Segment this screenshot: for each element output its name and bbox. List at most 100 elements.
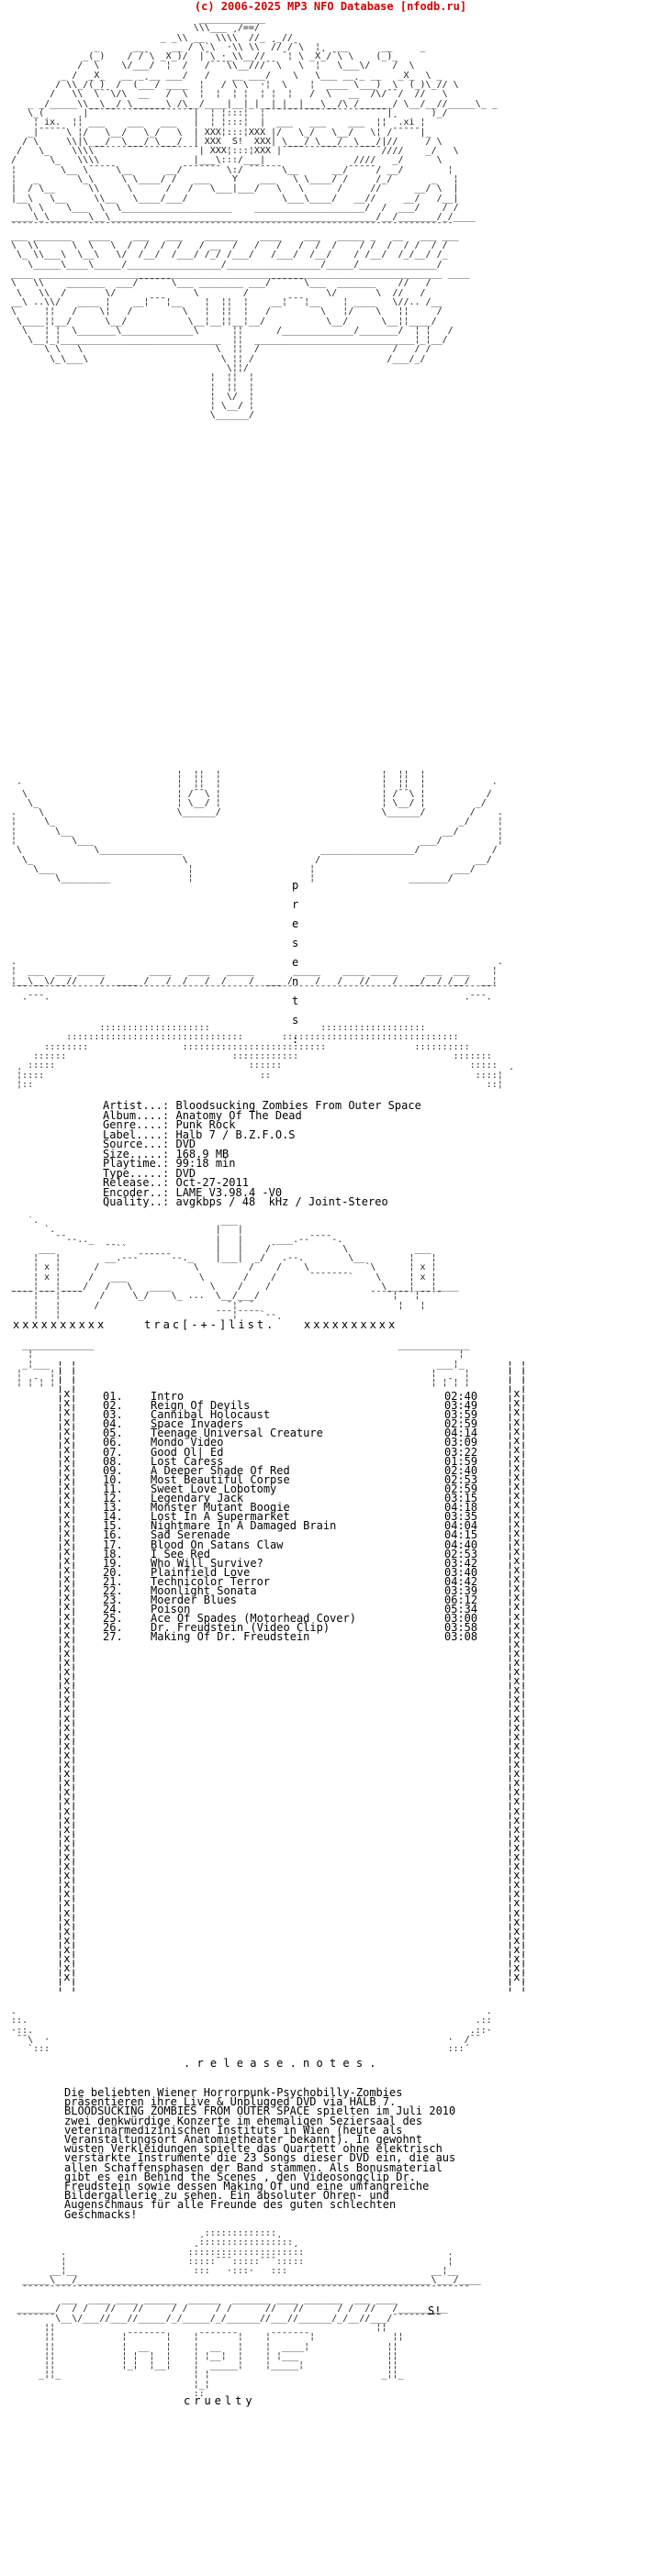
track-title: Sweet Love Lobotomy bbox=[151, 1482, 277, 1495]
track-number: 17. bbox=[103, 1538, 123, 1551]
track-title: Technicolor Terror bbox=[151, 1574, 271, 1588]
track-number: 16. bbox=[103, 1528, 123, 1542]
track-number: 18. bbox=[103, 1547, 123, 1560]
info-playtime: 99:18 min bbox=[175, 1157, 236, 1170]
track-time: 04:42 bbox=[444, 1574, 478, 1588]
track-title: Teenage Universal Creature bbox=[151, 1427, 323, 1440]
track-number: 06. bbox=[103, 1436, 123, 1449]
track-number: 21. bbox=[103, 1574, 123, 1588]
track-title: Sad Serenade bbox=[151, 1528, 230, 1542]
track-title: Cannibal Holocaust bbox=[151, 1408, 271, 1422]
track-title: Who Will Survive? bbox=[151, 1556, 263, 1570]
ascii-presents-frame: ¦ ¦¦ ¦ ¦ ¦¦ ¦ · ¦ ¦¦ ¦ ¦ ¦¦ ¦ · \ ¦ /¯¯\… bbox=[11, 771, 503, 884]
track-time: 03:00 bbox=[444, 1612, 478, 1626]
info-size: 168.9 MB bbox=[175, 1147, 230, 1160]
track-title: Legendary Jack bbox=[151, 1492, 244, 1505]
track-time: 06:12 bbox=[444, 1593, 478, 1607]
track-time: 02:59 bbox=[444, 1482, 478, 1495]
track-time: 04:14 bbox=[444, 1427, 478, 1440]
info-album: Anatomy Of The Dead bbox=[175, 1108, 302, 1122]
info-artist: Bloodsucking Zombies From Outer Space bbox=[175, 1099, 421, 1112]
ascii-skull-art: ____________ \\\___ ¸/==/ _ _\\ __ \\\\ … bbox=[11, 15, 498, 421]
track-time: 03:08 bbox=[444, 1630, 478, 1644]
release-info: Artist...: Bloodsucking Zombies From Out… bbox=[103, 1099, 421, 1208]
marker-left: xxxxxxxxxx bbox=[13, 1318, 107, 1331]
track-time: 04:40 bbox=[444, 1538, 478, 1551]
track-number: 25. bbox=[103, 1612, 123, 1626]
info-encoder: LAME V3.98.4 -V0 bbox=[175, 1185, 283, 1199]
ascii-footer-art: ¸:::::::::::::¸ ¸:::::::::::::::::¸ . ::… bbox=[17, 2229, 481, 2400]
nfodb-header: (c) 2006-2025 MP3 NFO Database [nfodb.ru… bbox=[194, 0, 467, 13]
ascii-tracklist-box: _____________ _____________ ¦ ¦ _¦___ bbox=[17, 1341, 470, 1389]
track-number: 23. bbox=[103, 1593, 123, 1607]
info-type: DVD bbox=[175, 1166, 196, 1180]
track-title: I See Red bbox=[151, 1547, 211, 1560]
track-number: 14. bbox=[103, 1510, 123, 1524]
track-number: 13. bbox=[103, 1501, 123, 1515]
x-column-right: ¦ ¦ ¦ ¦ ¦ ¦ ¦x¦ ¦x¦ ¦x¦ ¦x¦ ¦x¦ ¦x¦ ¦x¦ … bbox=[507, 1360, 527, 1993]
track-number: 24. bbox=[103, 1603, 123, 1616]
track-time: 03:40 bbox=[444, 1565, 478, 1579]
track-number: 09. bbox=[103, 1463, 123, 1477]
track-title: Space Invaders bbox=[151, 1417, 244, 1431]
track-number: 15. bbox=[103, 1519, 123, 1533]
track-time: 03:59 bbox=[444, 1408, 478, 1422]
track-title: Making Of Dr. Freudstein bbox=[151, 1630, 310, 1644]
track-number: 08. bbox=[103, 1454, 123, 1468]
track-time: 04:15 bbox=[444, 1528, 478, 1542]
track-time: 02:40 bbox=[444, 1390, 478, 1403]
info-genre: Punk Rock bbox=[175, 1118, 236, 1131]
track-number: 27. bbox=[103, 1630, 123, 1644]
track-title: Moerder Blues bbox=[151, 1593, 237, 1607]
track-number: 03. bbox=[103, 1408, 123, 1422]
track-time: 02:40 bbox=[444, 1463, 478, 1477]
track-title: Plainfield Love bbox=[151, 1565, 251, 1579]
track-time: 02:53 bbox=[444, 1472, 478, 1486]
track-title: Good Ol| Ed bbox=[151, 1445, 224, 1459]
track-number: 10. bbox=[103, 1472, 123, 1486]
track-time: 02:59 bbox=[444, 1417, 478, 1431]
track-time: 03:35 bbox=[444, 1510, 478, 1524]
tracklist-title-row: xxxxxxxxxx trac[-+-]list. xxxxxxxxxx bbox=[13, 1318, 398, 1331]
track-number: 22. bbox=[103, 1583, 123, 1597]
info-source: DVD bbox=[175, 1138, 196, 1150]
track-time: 03:49 bbox=[444, 1399, 478, 1413]
track-title: Most Beautiful Corpse bbox=[151, 1472, 290, 1486]
track-title: Poison bbox=[151, 1603, 191, 1616]
footer-tag: cruelty bbox=[184, 2394, 256, 2407]
track-time: 03:22 bbox=[444, 1445, 478, 1459]
track-title: A Deeper Shade Of Red bbox=[151, 1463, 290, 1477]
track-number: 12. bbox=[103, 1492, 123, 1505]
track-time: 03:09 bbox=[444, 1436, 478, 1449]
track-time: 03:58 bbox=[444, 1621, 478, 1635]
release-notes-title: . r e l e a s e . n o t e s . bbox=[184, 2057, 376, 2070]
track-title: Intro bbox=[151, 1390, 185, 1403]
presents-vertical: p r e s e n t s : bbox=[292, 879, 299, 1046]
track-title: Reign Of Devils bbox=[151, 1399, 251, 1413]
track-time: 04:04 bbox=[444, 1519, 478, 1533]
track-time: 05:34 bbox=[444, 1603, 478, 1616]
track-number: 26. bbox=[103, 1621, 123, 1635]
track-title: Dr. Freudstein (Video Clip) bbox=[151, 1621, 330, 1635]
track-number: 11. bbox=[103, 1482, 123, 1495]
info-label: Halb 7 / B.Z.F.O.S bbox=[175, 1127, 296, 1141]
track-time: 03:42 bbox=[444, 1556, 478, 1570]
track-title: Monster Mutant Boogie bbox=[151, 1501, 290, 1515]
track-number: 05. bbox=[103, 1427, 123, 1440]
track-time: 03:39 bbox=[444, 1583, 478, 1597]
tracklist-title: trac[-+-]list. bbox=[144, 1318, 276, 1331]
track-number: 07. bbox=[103, 1445, 123, 1459]
track-title: Blood On Satans Claw bbox=[151, 1538, 284, 1551]
track-title: Lost Caress bbox=[151, 1454, 224, 1468]
track-time: 04:18 bbox=[444, 1501, 478, 1515]
info-quality: avgkbps / 48 kHz / Joint-Stereo bbox=[175, 1195, 388, 1208]
track-title: Lost In A Supermarket bbox=[151, 1510, 290, 1524]
ascii-tracklist-frame: `. ___ `. | | ¯¯--.._ | | ___.--¯¯¯¯-. _… bbox=[11, 1216, 459, 1320]
track-time: 01:59 bbox=[444, 1454, 478, 1468]
track-time: 02:53 bbox=[444, 1547, 478, 1560]
track-number: 01. bbox=[103, 1390, 123, 1403]
track-number: 20. bbox=[103, 1565, 123, 1579]
track-title: Nightmare In A Damaged Brain bbox=[151, 1519, 337, 1533]
release-notes: Die beliebten Wiener Horrorpunk-Psychobi… bbox=[64, 2086, 456, 2221]
ascii-logo-band: . . ¦ ___ ___ _____ ____ ____ _____ ____… bbox=[11, 958, 514, 1090]
